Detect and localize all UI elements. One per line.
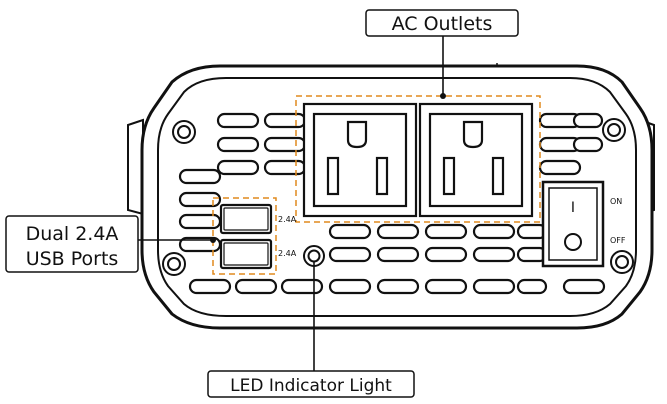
screw-heads bbox=[162, 118, 634, 276]
led-indicator bbox=[303, 245, 325, 267]
callout-usb-line2: USB Ports bbox=[26, 248, 119, 270]
vent-slot bbox=[572, 112, 604, 129]
vent-slot bbox=[263, 136, 307, 153]
vent-slot bbox=[424, 278, 468, 295]
ac-outlet-left bbox=[302, 102, 418, 218]
usb-rating-top: 2.4A bbox=[278, 215, 297, 224]
vent-slot bbox=[376, 246, 420, 263]
vent-slot bbox=[376, 223, 420, 240]
switch-on-label: ON bbox=[610, 197, 622, 206]
callout-ac-outlets: AC Outlets bbox=[365, 9, 519, 37]
vent-slot bbox=[216, 136, 260, 153]
vent-slot bbox=[328, 246, 372, 263]
vent-slot bbox=[538, 159, 582, 176]
callout-usb-ports: Dual 2.4A USB Ports bbox=[5, 215, 139, 273]
vent-slot bbox=[328, 223, 372, 240]
callout-ac-outlets-text: AC Outlets bbox=[392, 13, 493, 35]
callout-usb-line1: Dual 2.4A bbox=[26, 223, 119, 245]
vent-slot bbox=[280, 278, 324, 295]
vent-slot bbox=[216, 159, 260, 176]
vent-slot bbox=[328, 278, 372, 295]
usb-rating-bottom: 2.4A bbox=[278, 249, 297, 258]
vent-slot bbox=[178, 213, 222, 230]
vent-slot bbox=[424, 223, 468, 240]
switch-on-mark: I bbox=[571, 200, 575, 216]
ac-outlet-right bbox=[418, 102, 534, 218]
callout-led-text: LED Indicator Light bbox=[230, 376, 392, 396]
leader-lines bbox=[138, 36, 444, 374]
vent-slot bbox=[562, 278, 606, 295]
vent-slot bbox=[234, 278, 278, 295]
dashed-highlight-frames bbox=[212, 95, 541, 275]
vent-slot bbox=[178, 191, 222, 208]
usb-ports bbox=[219, 203, 273, 270]
vent-slot bbox=[216, 112, 260, 129]
vent-slot bbox=[263, 112, 307, 129]
power-switch bbox=[541, 180, 605, 268]
vent-slot bbox=[516, 278, 548, 295]
vent-slot bbox=[424, 246, 468, 263]
vent-slot bbox=[188, 278, 232, 295]
vent-slot bbox=[572, 136, 604, 153]
vent-slot bbox=[263, 159, 307, 176]
vent-slot bbox=[472, 246, 516, 263]
vent-slot bbox=[376, 278, 420, 295]
leader-dot-usb bbox=[210, 237, 216, 243]
leader-dot-ac bbox=[440, 93, 446, 99]
vent-slot bbox=[178, 168, 222, 185]
vent-slot bbox=[472, 223, 516, 240]
switch-off-symbol bbox=[564, 233, 582, 251]
switch-off-label: OFF bbox=[610, 236, 626, 245]
callout-led: LED Indicator Light bbox=[207, 370, 415, 398]
vent-slot bbox=[472, 278, 516, 295]
vent-slots bbox=[178, 112, 606, 295]
